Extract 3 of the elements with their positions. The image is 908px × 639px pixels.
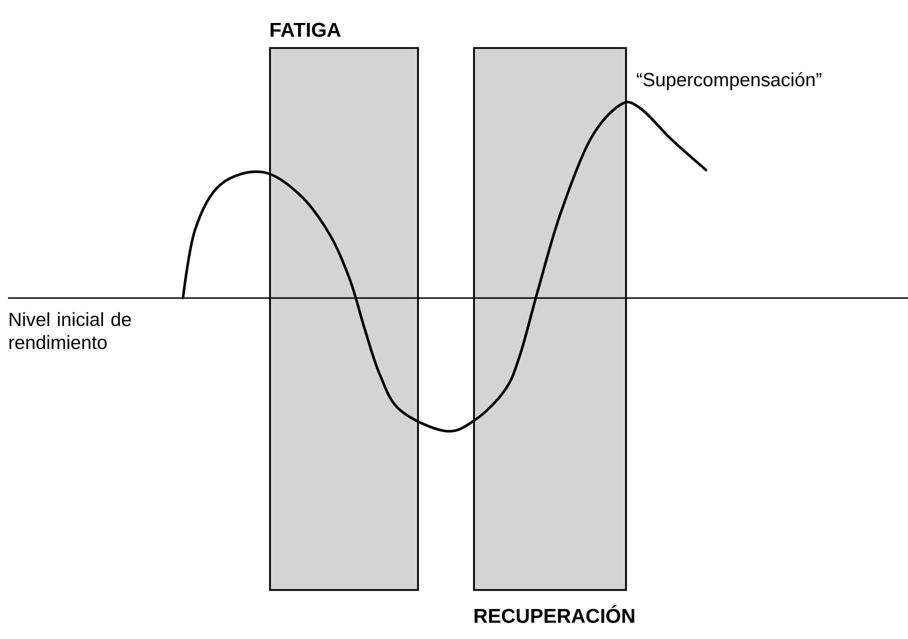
box-heading: RECUPERACIÓN [474, 605, 634, 623]
box-heading: FATIGA [270, 22, 341, 37]
text-label: Nivel inicial de rendimiento [9, 312, 131, 350]
